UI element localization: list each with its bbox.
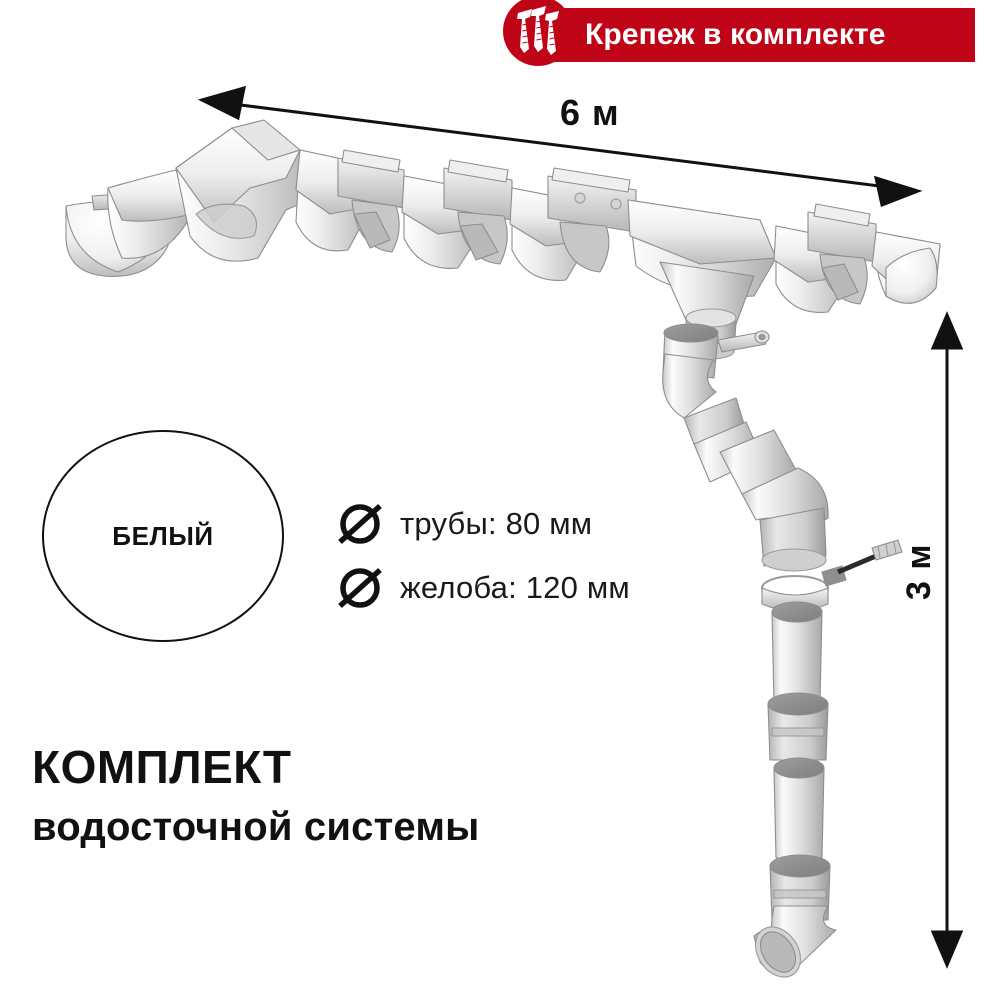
badge-label: Крепеж в комплекте [585,18,886,51]
downspout-coupler-1 [767,692,829,761]
gutter-trough-c [509,187,591,281]
gutter-trough-a [295,149,373,252]
headline-line-1: КОМПЛЕКТ [32,741,292,793]
spec-label-pipe: трубы: 80 мм [400,506,593,541]
downspout-drain-shoe [753,905,837,978]
spec-row-gutter: желоба: 120 мм [334,556,630,620]
downspout-pipe-angled-2 [719,429,797,495]
downspout-elbow-1 [662,353,745,445]
downspout-pipe-2 [773,757,825,859]
downspout-assembly [662,323,903,978]
spec-label-gutter: желоба: 120 мм [400,570,630,605]
gutter-bracket-4 [807,203,877,305]
dimension-label-vertical: 3 м [900,543,938,600]
downspout-pipe-1 [771,601,823,703]
fastener-badge: Крепеж в комплекте [503,0,975,66]
downspout-coupler-2 [769,854,831,921]
screws-icon [503,0,573,66]
downspout-pipe-angled-1 [693,421,763,483]
downspout-spigot [662,323,719,379]
headline: КОМПЛЕКТ водосточной системы [32,744,672,849]
gutter-corner-90 [175,119,319,262]
dimension-label-horizontal: 6 м [560,92,620,133]
color-swatch-circle: БЕЛЫЙ [42,430,284,642]
diameter-icon [338,567,382,609]
downspout-hanger-ear [717,330,770,353]
gutter-segment-left [107,169,193,259]
badge-bar [539,8,975,62]
spec-row-pipe: трубы: 80 мм [334,492,630,556]
gutter-bracket-1 [337,149,405,253]
gutter-assembly [65,119,941,360]
diameter-icon [338,503,382,545]
gutter-trough-b [401,175,485,269]
screws-icon-glyph [517,6,559,55]
gutter-connector-3 [547,167,637,273]
gutter-funnel-outlet [627,199,777,360]
gutter-trough-d [773,225,853,313]
downspout-elbow-2 [741,467,829,572]
downspout-clamp-bracket [761,539,903,612]
gutter-end-cap-right [871,231,941,304]
gutter-bracket-2 [443,159,513,265]
dimension-arrow-vertical [930,311,964,969]
gutter-end-cap-left [65,191,169,277]
specs-list: трубы: 80 мм желоба: 120 мм [334,492,630,620]
color-swatch-label: БЕЛЫЙ [112,520,214,551]
headline-line-2: водосточной системы [32,804,480,849]
